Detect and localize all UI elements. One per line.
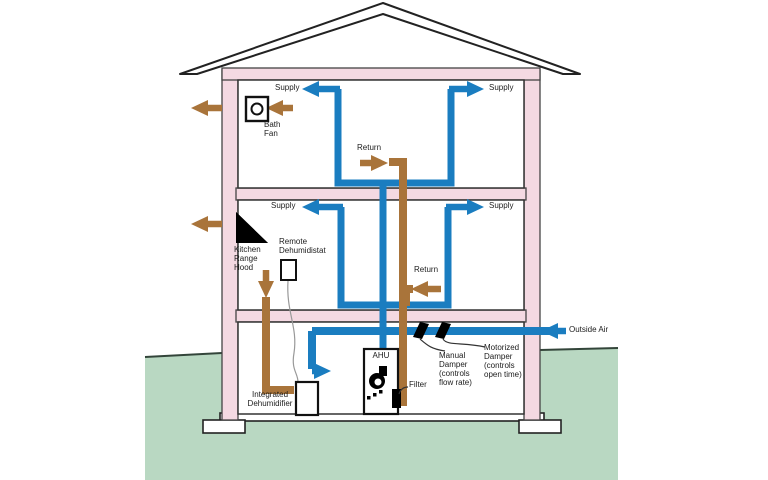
kitchen-range-hood-icon xyxy=(236,212,268,243)
label-outside-air: Outside Air xyxy=(569,325,609,334)
label-bath-fan: Bath Fan xyxy=(264,120,281,138)
supply-arrows xyxy=(302,81,566,379)
foundation xyxy=(202,412,562,434)
bath-fan-icon xyxy=(244,95,270,123)
dehumidistat-wire xyxy=(287,280,299,383)
blower-icon xyxy=(369,366,387,389)
label-ahu: AHU xyxy=(372,351,390,360)
remote-dehumidistat-icon xyxy=(280,259,297,281)
label-integrated-dehumidifier: Integrated Dehumidifier xyxy=(247,390,293,408)
integrated-dehumidifier-icon xyxy=(294,380,320,417)
label-filter: Filter xyxy=(409,380,427,389)
label-supply-mid-left: Supply xyxy=(271,201,296,210)
roof xyxy=(179,2,581,75)
exhaust-arrows xyxy=(191,100,441,298)
filter-icon xyxy=(392,386,409,408)
motorized-damper-icon xyxy=(435,322,486,348)
label-supply-top-right: Supply xyxy=(489,83,514,92)
supply-ducts xyxy=(308,89,552,369)
manual-damper-icon xyxy=(413,322,446,352)
label-motorized-damper: Motorized Damper (controls open time) xyxy=(484,343,522,379)
ahu-icon xyxy=(362,347,400,416)
label-supply-mid-right: Supply xyxy=(489,201,514,210)
label-manual-damper: Manual Damper (controls flow rate) xyxy=(439,351,472,387)
label-return-top: Return xyxy=(357,143,382,152)
label-return-mid: Return xyxy=(414,265,439,274)
label-kitchen-range-hood: Kitchen Range Hood xyxy=(234,245,261,272)
label-supply-top-left: Supply xyxy=(275,83,300,92)
house-structure xyxy=(221,67,541,421)
label-remote-dehumidistat: Remote Dehumidistat xyxy=(279,237,326,255)
